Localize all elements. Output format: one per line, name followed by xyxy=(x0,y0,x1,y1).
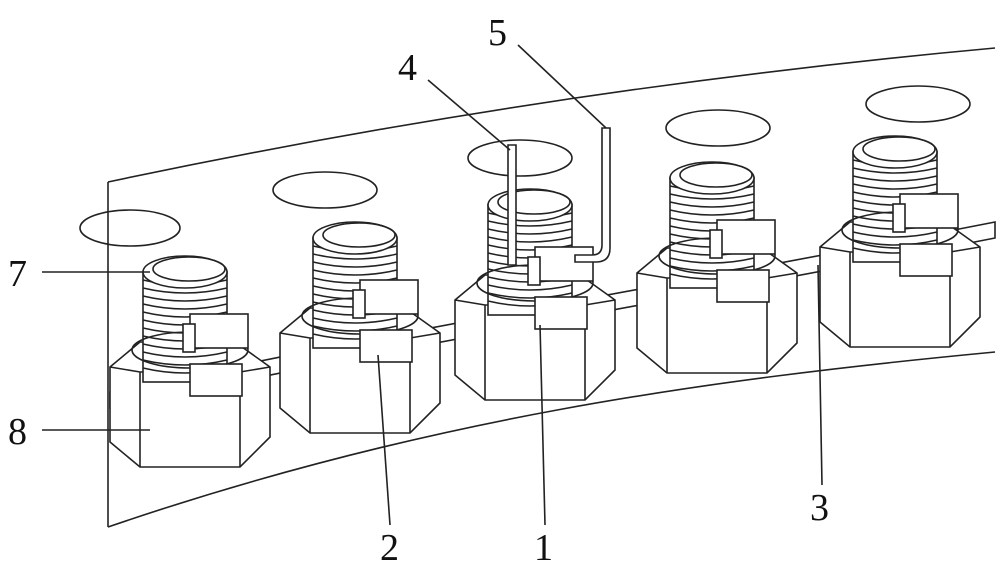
bolt-assembly xyxy=(109,255,271,468)
label-5: 5 xyxy=(488,12,507,54)
clip-lower-2 xyxy=(899,243,953,277)
clip-upper xyxy=(534,246,594,282)
clip-upper xyxy=(899,193,959,229)
bolt-assembly xyxy=(279,221,441,434)
label-2: 2 xyxy=(380,527,399,569)
plate-holes xyxy=(79,85,971,247)
clip-upper xyxy=(359,279,419,315)
wire-5 xyxy=(574,127,611,263)
clip-lower-2 xyxy=(359,329,413,363)
label-7: 7 xyxy=(8,253,27,295)
bolts xyxy=(109,135,981,468)
hole xyxy=(865,85,971,123)
hole xyxy=(467,139,573,177)
wire-4 xyxy=(507,144,517,266)
label-4: 4 xyxy=(398,47,417,89)
label-8: 8 xyxy=(8,411,27,453)
wires-4-5 xyxy=(507,127,611,266)
bolt-assembly xyxy=(454,188,616,401)
label-1: 1 xyxy=(534,527,553,569)
clip-upper xyxy=(189,313,249,349)
hole xyxy=(79,209,181,247)
clip-lower-2 xyxy=(534,296,588,330)
clip-upper xyxy=(716,219,776,255)
leader-lines xyxy=(42,44,823,526)
hole xyxy=(665,109,771,147)
clip-lower-2 xyxy=(716,269,770,303)
label-3: 3 xyxy=(810,487,829,529)
bolt-assembly xyxy=(819,135,981,348)
clip-lower-2 xyxy=(189,363,243,397)
bolt-assembly xyxy=(636,161,798,374)
hole xyxy=(272,171,378,209)
plate xyxy=(107,47,996,528)
